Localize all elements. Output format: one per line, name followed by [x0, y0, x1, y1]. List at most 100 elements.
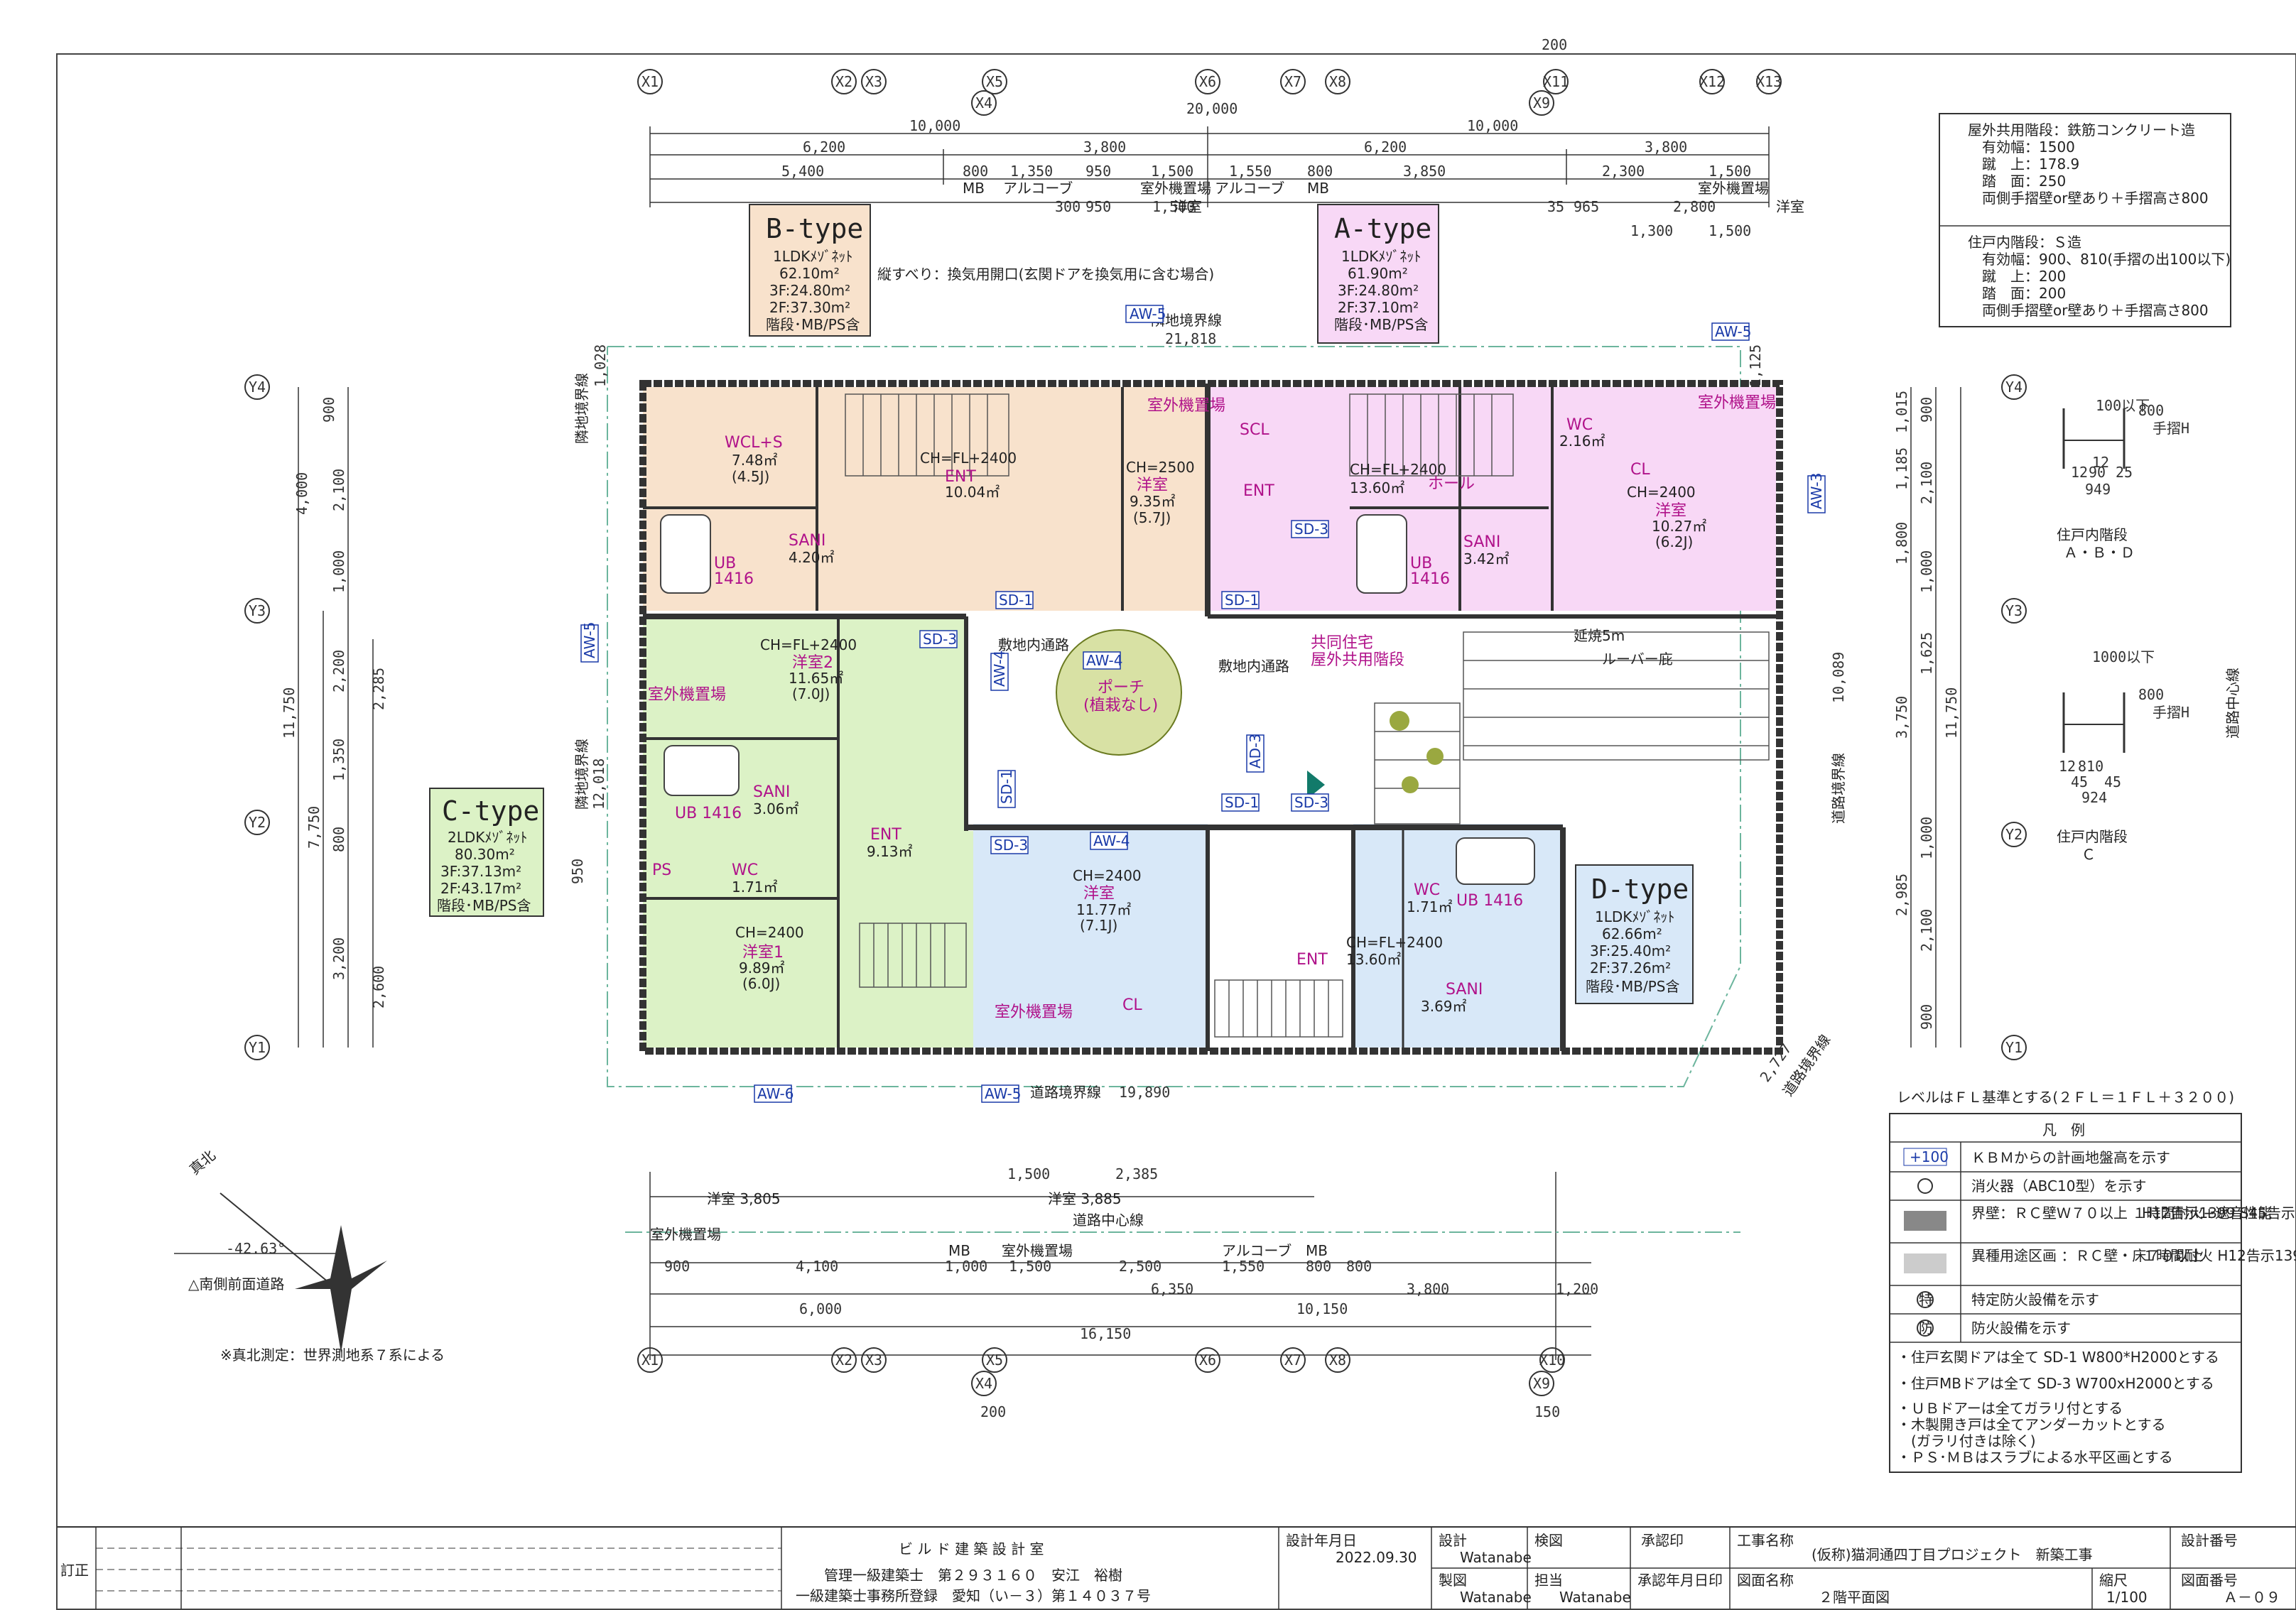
room-c-yo2: 洋室2	[792, 654, 833, 672]
detail2-v2: 45	[2104, 773, 2121, 790]
tb-drawn: Watanabe	[1460, 1589, 1532, 1606]
detail2-cap2: Ｃ	[2081, 846, 2096, 863]
room-b-ent-area: 10.04㎡	[945, 484, 1000, 501]
tag-sd3-a: SD-3	[1294, 521, 1328, 538]
grid-y2-right: Y2	[2005, 826, 2022, 843]
tb-drawing: ２階平面図	[1819, 1589, 1890, 1606]
room-b-sani: SANI	[789, 532, 825, 550]
dim-left-2100: 2,100	[330, 469, 347, 511]
legend-row-3: 異種用途区画 ：ＲＣ壁・床７０以上	[1971, 1247, 2203, 1264]
type-d-desc: 1LDKﾒｿﾞﾈｯﾄ	[1595, 908, 1674, 925]
dim-b-r3-0: 6,350	[1151, 1280, 1193, 1298]
room-a-hall-ch: CH=FL+2400	[1350, 461, 1446, 478]
room-d-yo-j: (7.1J)	[1080, 917, 1117, 934]
grid-b-extra-0: 200	[980, 1403, 1006, 1420]
grid-bottom: X1 X2 X3 X4 X5 X6 X7 X8 X9 X10 200 150	[637, 1347, 1565, 1420]
tag-sd1-b: SD-1	[999, 592, 1033, 609]
grid-b-x6: X6	[1199, 1351, 1216, 1369]
extinguisher-icon	[1917, 1178, 1933, 1194]
compass-icon	[295, 1225, 387, 1353]
dim-label-alcove2: アルコーブ	[1215, 180, 1284, 197]
road-center-label: 道路中心線	[1073, 1212, 1144, 1229]
type-a-desc: 1LDKﾒｿﾞﾈｯﾄ	[1341, 248, 1421, 265]
dim-right-1015: 1,015	[1893, 391, 1910, 433]
room-b-ub: UB	[714, 555, 736, 572]
dims-bottom-lines	[649, 1172, 1591, 1360]
north-front: △南側前面道路	[188, 1276, 284, 1293]
ac-place-a: 室外機置場	[1698, 394, 1776, 412]
note-l2-3: 両側手摺壁or壁あり＋手摺高さ800	[1982, 302, 2209, 319]
room-b-wcl-area: 7.48㎡	[732, 452, 778, 469]
shared-stair-label: 共同住宅	[1311, 634, 1373, 652]
dim-b-r2-6: 800	[1306, 1258, 1331, 1275]
shrub-icon	[1426, 748, 1444, 765]
detail1-v1: 12	[2071, 464, 2088, 481]
tb-drawing-no: Ａ－０９	[2224, 1589, 2280, 1606]
room-b-yo-j: (5.7J)	[1133, 509, 1171, 526]
dim-label-ac1: 室外機置場	[1140, 180, 1211, 197]
type-a-box: A-type 1LDKﾒｿﾞﾈｯﾄ 61.90m² 3F:24.80m² 2F:…	[1317, 204, 1439, 344]
room-c-sani-area: 3.06㎡	[753, 800, 799, 817]
legend-sym-5: 防	[1919, 1320, 1933, 1337]
hatch-rc-icon	[1904, 1211, 1946, 1231]
dim-left-3200: 3,200	[330, 937, 347, 980]
dim-r3-2: 800	[963, 163, 988, 180]
dim-b-label-alcove: アルコーブ	[1222, 1242, 1292, 1259]
room-a-cl: CL	[1630, 461, 1650, 479]
tb-date-label: 設計年月日	[1286, 1532, 1357, 1549]
note-title2: 住戸内階段：Ｓ造	[1968, 234, 2081, 251]
room-a-yo-j: (6.2J)	[1655, 533, 1693, 550]
legend-sym-0: +100	[1910, 1148, 1949, 1165]
tb-revision: 訂正	[60, 1562, 89, 1579]
room-c-yo2-area: 11.65㎡	[789, 670, 843, 687]
type-b-box: B-type 1LDKﾒｿﾞﾈｯﾄ 62.10m² 3F:24.80m² 2F:…	[749, 204, 871, 337]
tb-approve-date-label: 承認年月日印	[1637, 1572, 1723, 1589]
grid-x7: X7	[1284, 73, 1301, 90]
legend-note-0: ・住戸玄関ドアは全て SD-1 W800*H2000とする	[1897, 1349, 2219, 1366]
tag-sd1-d: SD-1	[1225, 794, 1259, 811]
dim-left-4000: 4,000	[293, 472, 310, 515]
boundary-nw-corner: 1,028	[592, 344, 609, 387]
grid-b-x9: X9	[1533, 1375, 1550, 1392]
type-c-2f: 2F:43.17m²	[440, 880, 521, 897]
dim-b-r1-0: 1,500	[1007, 1165, 1050, 1182]
room-a-ub-n: 1416	[1410, 570, 1450, 588]
dim-label-mb1: MB	[963, 180, 985, 197]
detail1-top: 100以下	[2096, 397, 2150, 414]
detail2-v6: 手摺H	[2152, 704, 2189, 721]
dim-r3-1: 5,400	[781, 163, 824, 180]
dim-r4-7: 1,300	[1630, 222, 1673, 239]
note-l1-3: 両側手摺壁or壁あり＋手摺高さ800	[1982, 190, 2209, 207]
dim-r3-10: 1,500	[1709, 163, 1751, 180]
boundary-north-len: 21,818	[1165, 330, 1216, 347]
legend-row-3-right: １時間耐火 H12告示1399	[2142, 1247, 2296, 1264]
dims-top	[649, 126, 1770, 207]
dim-r3-6: 1,550	[1229, 163, 1272, 180]
type-a-note: 階段･MB/PS含	[1334, 316, 1428, 333]
dim-left-950: 950	[569, 859, 586, 884]
grid-x9: X9	[1533, 94, 1550, 111]
detail1-v5: 800	[2138, 402, 2164, 419]
room-a-ub: UB	[1410, 555, 1432, 572]
type-b-name: B-type	[766, 213, 863, 244]
dim-r3-8: 3,850	[1403, 163, 1446, 180]
unit-c-fill	[643, 616, 973, 1048]
grid-left: Y4 Y3 Y2 Y1 Y4 Y3 Y2 Y1	[244, 374, 2027, 1060]
grid-b-x2: X2	[835, 1351, 852, 1369]
kbm-triangle-icon	[1307, 771, 1325, 799]
dim-right-1800: 1,800	[1893, 522, 1910, 565]
grid-top: X1 X2 X3 X4 X5 X6 X7 X8 X9 X11 X12 X13	[637, 69, 1782, 116]
grid-b-x1: X1	[641, 1351, 659, 1369]
room-d-ent: ENT	[1296, 951, 1328, 969]
detail1-v3: 90	[2089, 464, 2106, 481]
room-b-ent-ch: CH=FL+2400	[920, 450, 1017, 467]
dim-r4-label-1: 洋室	[1174, 198, 1202, 215]
room-c-ub: UB 1416	[675, 805, 742, 822]
dim-left-2200: 2,200	[330, 650, 347, 692]
room-a-hall-area: 13.60㎡	[1350, 479, 1404, 496]
railing-detail-1: 100以下 12 12 25 90 949 800 手摺H 住戸内階段 Ａ・Ｂ・…	[2057, 397, 2189, 561]
dim-right-900b: 900	[1918, 1004, 1935, 1030]
boundary-west: 隣地境界線	[573, 739, 590, 810]
railing-detail-2: 1000以下 810 45 45 924 12 800 手摺H 住戸内階段 Ｃ	[2057, 648, 2189, 863]
tag-aw5-south: AW-5	[985, 1085, 1022, 1102]
